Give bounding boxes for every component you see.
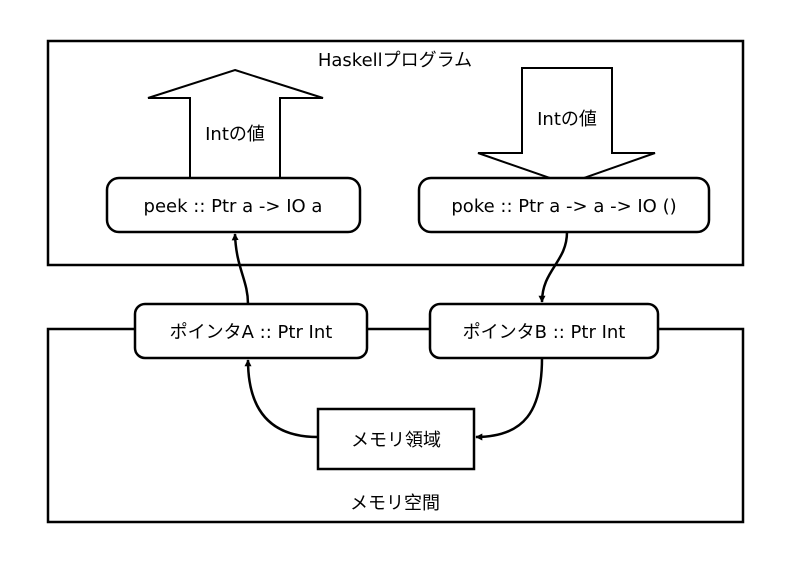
program-box-title: Haskellプログラム (318, 50, 472, 71)
arrow-pointer-a-to-peek (231, 233, 250, 305)
peek-box (105, 176, 362, 234)
int-value-up-label: Intの値 (205, 124, 265, 145)
memory-region-label: メモリ領域 (351, 430, 441, 451)
poke-label: poke :: Ptr a -> a -> IO () (451, 196, 676, 217)
pointer-a-box (133, 302, 369, 360)
arrow-memory-region-to-pointer-a (244, 359, 319, 439)
peek-label: peek :: Ptr a -> IO a (144, 196, 323, 217)
memory-region-box (316, 407, 476, 471)
pointer-b-label: ポインタB :: Ptr Int (463, 322, 626, 343)
poke-box (417, 176, 711, 234)
arrow-pointer-b-to-memory-region (475, 357, 544, 441)
arrow-poke-to-pointer-b (538, 231, 569, 303)
memory-space-title: メモリ空間 (350, 493, 440, 514)
pointer-a-label: ポインタA :: Ptr Int (170, 322, 333, 343)
int-value-down-arrow (477, 67, 656, 186)
pointer-b-box (428, 302, 660, 360)
memory-space-box (46, 327, 745, 524)
int-value-down-label: Intの値 (537, 109, 597, 130)
